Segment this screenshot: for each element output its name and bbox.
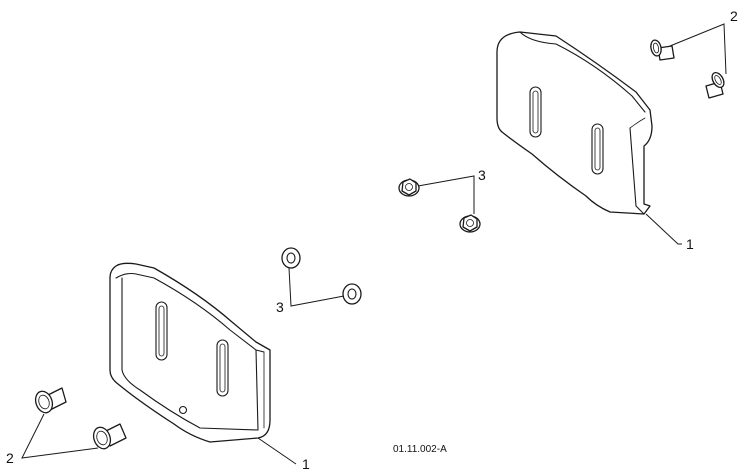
skid-shoe-lower <box>109 262 271 443</box>
callout-bolts-upper: 2 <box>730 8 738 24</box>
callout-bolts-lower: 2 <box>6 450 14 466</box>
callout-nuts-lower: 3 <box>276 299 284 315</box>
carriage-bolt-lower-2 <box>92 423 127 450</box>
flange-nut-upper-1 <box>398 178 420 197</box>
carriage-bolt-upper-1 <box>650 39 675 61</box>
carriage-bolt-upper-2 <box>705 71 725 99</box>
flange-nut-upper-2 <box>459 214 481 233</box>
callout-nuts-upper: 3 <box>478 167 486 183</box>
flange-nut-lower-1 <box>281 247 301 269</box>
callout-shoe-lower: 1 <box>302 456 310 469</box>
leader-lines <box>21 23 727 465</box>
flange-nut-lower-2 <box>342 283 362 305</box>
carriage-bolt-lower-1 <box>34 387 67 414</box>
callout-shoe-upper: 1 <box>686 236 694 252</box>
drawing-number: 01.11.002-A <box>393 444 447 455</box>
skid-shoe-upper <box>496 31 653 215</box>
